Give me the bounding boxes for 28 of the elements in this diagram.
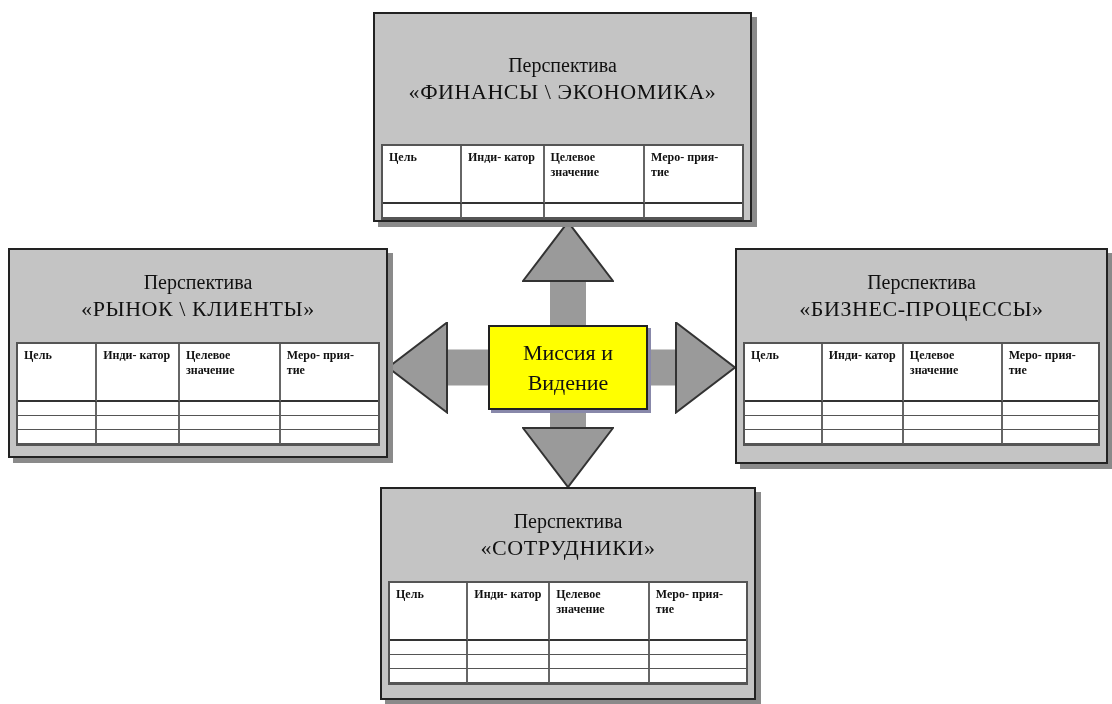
perspective-name: «РЫНОК \ КЛИЕНТЫ» (81, 294, 315, 323)
table-header: Инди- катор (828, 348, 896, 363)
perspective-name: «ФИНАНСЫ \ ЭКОНОМИКА» (408, 77, 717, 106)
table-header: Целевое значение (909, 348, 960, 378)
panel-heading: Перспектива (508, 52, 617, 78)
table-header: Инди- катор (467, 150, 537, 165)
table-header: Меро- прия- тие (651, 150, 720, 180)
table-header: Цель (396, 587, 425, 602)
table-header: Целевое значение (550, 150, 601, 180)
table-header: Инди- катор (103, 348, 172, 363)
table-header: Целевое значение (186, 348, 236, 378)
mission-text: Миссия и Видение (522, 338, 614, 397)
panel-heading: Перспектива (143, 269, 253, 295)
table-header: Целевое значение (556, 587, 606, 617)
table-header: Инди- катор (474, 587, 543, 602)
table-header: Меро- прия- тие (655, 587, 724, 617)
panel-heading: Перспектива (513, 508, 623, 534)
perspective-name: «БИЗНЕС-ПРОЦЕССЫ» (799, 294, 1044, 323)
table-header: Цель (751, 348, 780, 363)
arrow (522, 410, 614, 488)
table-header: Цель (389, 150, 418, 165)
arrow (648, 321, 736, 414)
panel-heading: Перспектива (867, 269, 976, 295)
table-header: Меро- прия- тие (286, 348, 355, 378)
table-header: Меро- прия- тие (1008, 348, 1077, 378)
table-header: Цель (24, 348, 53, 363)
perspective-name: «СОТРУДНИКИ» (480, 533, 656, 562)
mission-box (488, 325, 648, 410)
